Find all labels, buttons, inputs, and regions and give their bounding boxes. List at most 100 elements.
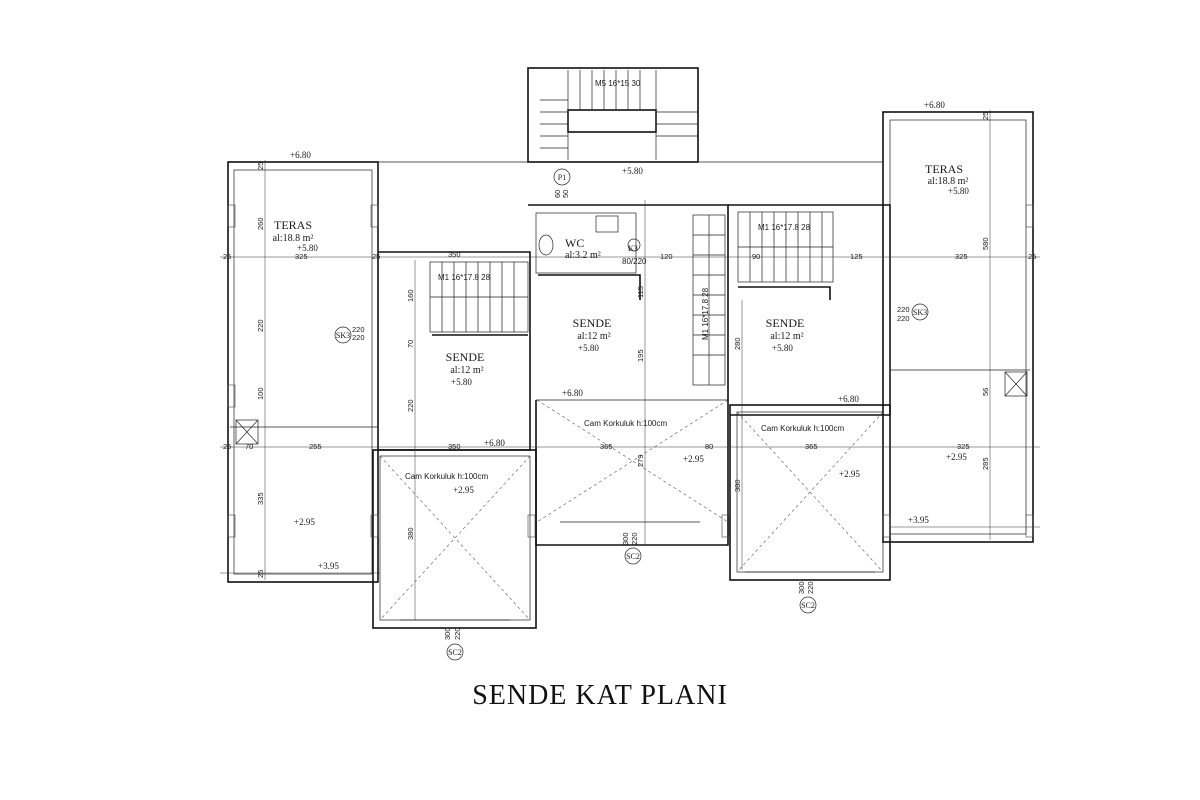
tag-sc2-right: SC2 bbox=[801, 601, 815, 610]
room-sende-mid-name: SENDE bbox=[573, 316, 612, 330]
room-teras-left-area: al:18.8 m² bbox=[273, 233, 314, 244]
dim-text: 365 bbox=[805, 442, 818, 451]
dim-text: 325 bbox=[955, 252, 968, 261]
top-stair-void bbox=[567, 109, 657, 133]
elev-295-c: +2.95 bbox=[839, 469, 860, 479]
dim-text: 300 bbox=[621, 532, 630, 545]
left-terrace-inner bbox=[233, 169, 373, 575]
void-right bbox=[736, 411, 884, 573]
stair-top bbox=[540, 70, 698, 160]
column bbox=[721, 514, 730, 538]
dim-text: 195 bbox=[636, 349, 645, 362]
shaft-right bbox=[1004, 371, 1028, 397]
dim-text: 100 bbox=[256, 387, 265, 400]
dim-text: 25 bbox=[981, 112, 990, 120]
left-sende-wall bbox=[378, 251, 531, 451]
column bbox=[1025, 204, 1034, 228]
tag-k3: K3 bbox=[628, 244, 638, 253]
column bbox=[1025, 514, 1034, 538]
room-sende-right-area: al:12 m² bbox=[770, 331, 803, 342]
dim-text: 255 bbox=[309, 442, 322, 451]
column bbox=[370, 204, 379, 228]
dimension-labels: 25 25 325 350 325 120 90 125 25 70 255 3… bbox=[223, 112, 1036, 640]
room-teras-right-name: TERAS bbox=[925, 162, 963, 176]
room-wc-area: al:3.2 m² bbox=[565, 250, 601, 261]
elev-680-b: +6.80 bbox=[924, 100, 945, 110]
railing-note-mid: Cam Korkuluk h:100cm bbox=[584, 419, 667, 428]
dim-text: 220 bbox=[406, 399, 415, 412]
tag-p1-circle bbox=[553, 168, 571, 186]
dim-text: 115 bbox=[636, 286, 645, 298]
column bbox=[370, 514, 379, 538]
sink-icon bbox=[595, 215, 619, 233]
tag-sc2-mid-circle bbox=[624, 547, 642, 565]
dim-text: 50 bbox=[561, 190, 570, 198]
column bbox=[527, 514, 536, 538]
room-sende-mid-elev: +5.80 bbox=[578, 343, 599, 353]
room-teras-right-area: al:18.8 m² bbox=[928, 176, 969, 187]
wc-room bbox=[535, 212, 637, 274]
stair-mid-label: M1 16*17.8 28 bbox=[701, 287, 710, 340]
dim-text: 350 bbox=[448, 442, 461, 451]
right-terrace-wall bbox=[882, 111, 1034, 543]
toilet-icon bbox=[538, 234, 554, 256]
room-wc-name: WC bbox=[565, 236, 584, 250]
tag-sc2-mid: SC2 bbox=[626, 552, 640, 561]
dim-text: 25 bbox=[256, 162, 265, 170]
dim-text: 70 bbox=[245, 442, 253, 451]
elev-395-b: +3.95 bbox=[908, 515, 929, 525]
voids bbox=[379, 399, 884, 621]
dim-text: 365 bbox=[600, 442, 613, 451]
room-teras-left-name: TERAS bbox=[274, 218, 312, 232]
elev-295-e: +2.95 bbox=[294, 517, 315, 527]
column bbox=[227, 204, 236, 228]
center-wall bbox=[528, 204, 729, 546]
dim-text: 325 bbox=[957, 442, 970, 451]
dim-text: 300 bbox=[443, 627, 452, 640]
elev-680-a: +6.80 bbox=[290, 150, 311, 160]
elev-395-a: +3.95 bbox=[318, 561, 339, 571]
dim-text: 220 bbox=[897, 305, 910, 314]
dim-text: 285 bbox=[981, 457, 990, 470]
void-center bbox=[536, 399, 729, 523]
elev-295-d: +2.95 bbox=[946, 452, 967, 462]
room-sende-mid-area: al:12 m² bbox=[577, 331, 610, 342]
room-wc-opening: 80/220 bbox=[622, 257, 647, 266]
elev-295-a: +2.95 bbox=[453, 485, 474, 495]
elev-580-top: +5.80 bbox=[622, 166, 643, 176]
dim-text: 220 bbox=[897, 314, 910, 323]
stair-left-label: M1 16*17.8 28 bbox=[438, 273, 491, 282]
elev-680-e: +6.80 bbox=[838, 394, 859, 404]
dim-text: 220 bbox=[630, 532, 639, 545]
dim-text: 25 bbox=[1028, 252, 1036, 261]
tag-sc2-right-circle bbox=[799, 596, 817, 614]
stairs bbox=[429, 70, 834, 386]
dim-text: 220 bbox=[352, 333, 365, 342]
wc-fixtures bbox=[535, 212, 641, 274]
shaft-left bbox=[235, 419, 259, 445]
dim-text: 90 bbox=[752, 252, 760, 261]
dim-text: 220 bbox=[806, 581, 815, 594]
elev-680-c: +6.80 bbox=[484, 438, 505, 448]
fixture-circle-icon bbox=[627, 238, 641, 252]
tag-sk3-right: SK3 bbox=[913, 308, 927, 317]
dim-text: 25 bbox=[372, 252, 380, 261]
dim-text: 125 bbox=[850, 252, 863, 261]
shaft-left-x bbox=[235, 419, 259, 445]
right-upper-wall bbox=[728, 204, 891, 416]
void-left bbox=[379, 455, 531, 621]
dim-text: 300 bbox=[797, 581, 806, 594]
dim-text: 120 bbox=[660, 252, 673, 261]
partitions bbox=[230, 274, 1030, 621]
dim-text: 380 bbox=[733, 479, 742, 492]
top-stair-wall bbox=[527, 67, 699, 163]
room-sende-left-elev: +5.80 bbox=[451, 377, 472, 387]
room-labels: TERAS al:18.8 m² +5.80 TERAS al:18.8 m² … bbox=[273, 162, 970, 387]
room-sende-left-name: SENDE bbox=[446, 350, 485, 364]
room-sende-right-name: SENDE bbox=[766, 316, 805, 330]
dim-text: 25 bbox=[223, 442, 231, 451]
stair-labels: M5 16*15 30 M1 16*17.8 28 M1 16*17.8 28 … bbox=[438, 79, 811, 340]
column bbox=[227, 514, 236, 538]
right-terrace-inner bbox=[889, 119, 1027, 535]
